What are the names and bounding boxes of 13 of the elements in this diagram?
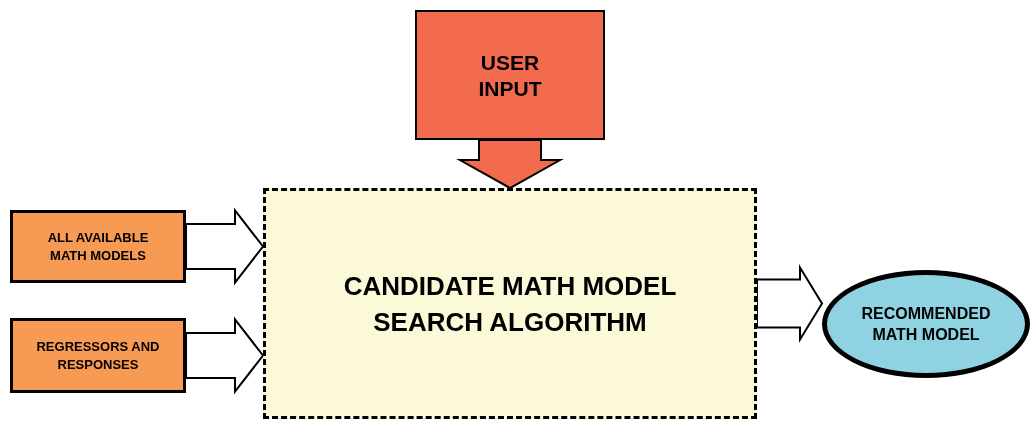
node-label: USER INPUT <box>477 50 543 102</box>
block-arrow <box>185 207 265 286</box>
block-arrow <box>185 316 265 395</box>
input-box <box>415 10 605 140</box>
source-box <box>10 318 186 393</box>
source-box <box>10 210 186 283</box>
node-label: ALL AVAILABLE MATH MODELS <box>46 228 150 265</box>
process-box <box>263 188 757 419</box>
node-label: CANDIDATE MATH MODEL SEARCH ALGORITHM <box>342 269 678 339</box>
block-arrow <box>456 139 564 190</box>
block-arrow <box>756 263 824 344</box>
node-label: RECOMMENDED MATH MODEL <box>860 304 992 345</box>
node-label: REGRESSORS AND RESPONSES <box>35 337 161 374</box>
